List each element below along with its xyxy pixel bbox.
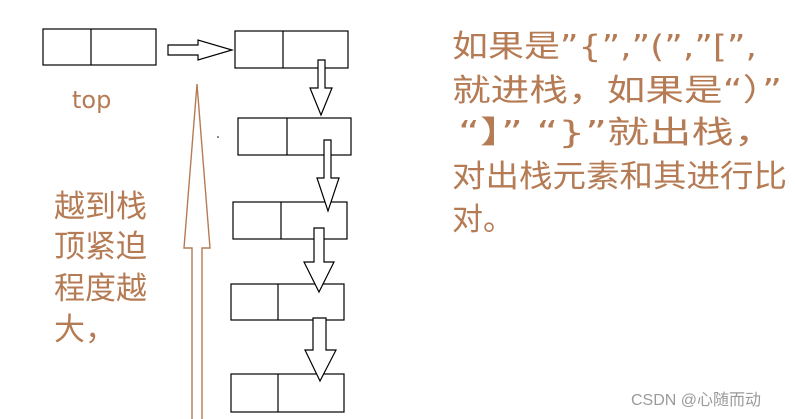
right-note-line: 对出栈元素和其进行比	[452, 159, 787, 195]
left-note-line: 大，	[54, 312, 116, 348]
top-node-box	[42, 28, 157, 66]
down-arrow-icon	[316, 139, 340, 213]
right-note: 如果是”{”,”(”,”[”, 就进栈，如果是“）” “】” “}”就出栈， 对…	[452, 29, 787, 238]
stack-node-1	[234, 30, 349, 69]
down-arrow-icon	[304, 317, 337, 383]
stack-node-4	[230, 283, 345, 321]
stack-node-5	[230, 373, 345, 413]
stack-node-2	[237, 117, 352, 156]
down-arrow-icon	[303, 227, 335, 294]
right-arrow-icon	[167, 39, 235, 61]
right-note-line: 对。	[452, 202, 514, 238]
right-note-line: “】” “}”就出栈，	[458, 115, 776, 151]
left-note: 越到栈 顶紧迫 程度越 大，	[54, 189, 147, 348]
right-note-line: 如果是”{”,”(”,”[”,	[452, 29, 757, 65]
watermark: CSDN @心随而动	[631, 391, 761, 409]
top-pointer-node	[42, 28, 157, 66]
dot-mark	[217, 136, 219, 138]
up-arrow-icon	[183, 83, 211, 419]
left-note-line: 越到栈	[54, 189, 147, 225]
stack-node-3	[232, 201, 348, 240]
down-arrow-icon	[309, 59, 333, 117]
left-note-line: 顶紧迫	[54, 229, 147, 265]
left-note-line: 程度越	[54, 271, 147, 307]
right-note-line: 就进栈，如果是“）”	[452, 73, 782, 109]
top-label: top	[72, 86, 111, 114]
